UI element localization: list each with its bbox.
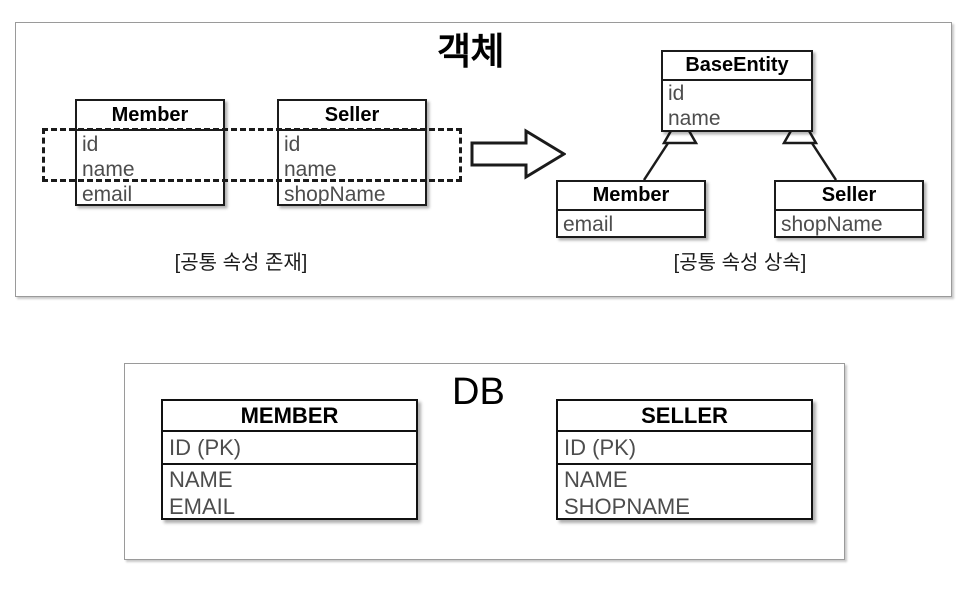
uml-class-member-before[interactable]: Member id name email (75, 99, 225, 206)
uml-class-name: Member (77, 101, 223, 131)
db-table-seller[interactable]: SELLER ID (PK) NAME SHOPNAME (556, 399, 813, 520)
uml-attribute: email (82, 183, 133, 206)
section-title-db: DB (452, 371, 505, 413)
uml-class-baseentity[interactable]: BaseEntity id name (661, 50, 813, 132)
uml-attribute: shopName (781, 213, 883, 236)
db-table-name: MEMBER (163, 401, 416, 432)
uml-class-seller-after[interactable]: Seller shopName (774, 180, 924, 238)
db-column: NAME (564, 467, 628, 492)
caption-common-attributes-inherited: [공통 속성 상속] (673, 252, 807, 274)
uml-attribute: id (82, 133, 99, 156)
db-table-name: SELLER (558, 401, 811, 432)
uml-class-name: Member (558, 182, 704, 211)
uml-attribute-list: id name (663, 81, 811, 131)
uml-attribute: id (668, 82, 685, 105)
uml-class-name: Seller (776, 182, 922, 211)
uml-class-member-after[interactable]: Member email (556, 180, 706, 238)
db-primary-key: ID (PK) (163, 432, 416, 465)
uml-class-name: BaseEntity (663, 52, 811, 81)
db-column-list: NAME SHOPNAME (558, 465, 811, 523)
db-column: NAME (169, 467, 233, 492)
section-title-object: 객체 (437, 31, 505, 72)
uml-attribute-list: id name email (77, 131, 223, 207)
uml-attribute-list: id name shopName (279, 131, 425, 207)
uml-class-seller-before[interactable]: Seller id name shopName (277, 99, 427, 206)
db-primary-key: ID (PK) (558, 432, 811, 465)
caption-common-attributes-exist: [공통 속성 존재] (174, 252, 308, 274)
db-column: SHOPNAME (564, 494, 690, 519)
db-table-member[interactable]: MEMBER ID (PK) NAME EMAIL (161, 399, 418, 520)
uml-attribute: id (284, 133, 301, 156)
uml-attribute: name (284, 158, 337, 181)
uml-attribute-list: shopName (776, 211, 922, 238)
uml-attribute: name (668, 107, 721, 130)
db-column-list: NAME EMAIL (163, 465, 416, 523)
uml-attribute: email (563, 213, 614, 236)
uml-attribute: name (82, 158, 135, 181)
uml-attribute: shopName (284, 183, 386, 206)
uml-attribute-list: email (558, 211, 704, 238)
uml-class-name: Seller (279, 101, 425, 131)
right-block-arrow-icon (470, 128, 567, 180)
db-column: EMAIL (169, 494, 236, 519)
